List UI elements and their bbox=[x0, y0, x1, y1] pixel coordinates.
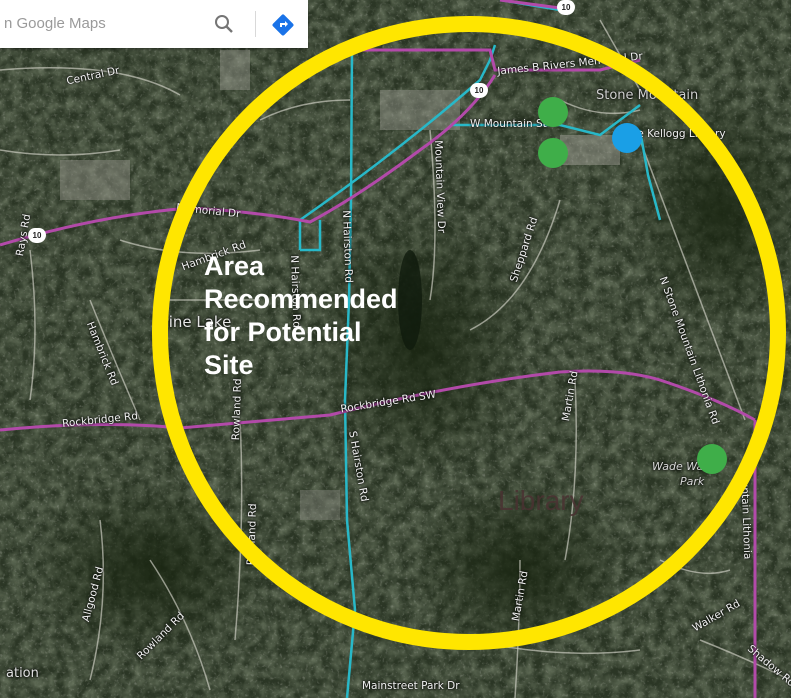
search-divider bbox=[255, 11, 256, 37]
urban-area bbox=[560, 135, 620, 165]
road-label: Rowland Rd bbox=[230, 378, 245, 441]
area-label-line: Area bbox=[204, 251, 265, 281]
place-label: Park bbox=[680, 475, 705, 488]
urban-area bbox=[220, 50, 250, 90]
highway-shield: 10 bbox=[28, 228, 46, 243]
area-label-line: Site bbox=[204, 350, 254, 380]
road-label: W Mountain St bbox=[470, 118, 547, 130]
highway-shield: 10 bbox=[557, 0, 575, 15]
place-label: Stone Mountain bbox=[596, 88, 699, 103]
urban-area bbox=[300, 490, 340, 520]
road-label: Rowland Rd bbox=[245, 503, 260, 566]
area-label-line: Recommended bbox=[204, 284, 398, 314]
place-label: ation bbox=[6, 666, 39, 681]
urban-area bbox=[380, 90, 460, 130]
search-input[interactable]: n Google Maps bbox=[4, 15, 106, 32]
blue-marker[interactable] bbox=[612, 123, 642, 153]
directions-icon[interactable] bbox=[270, 12, 296, 38]
library-watermark-label: Library bbox=[498, 485, 584, 516]
area-recommended-label: Area Recommended for Potential Site bbox=[204, 250, 398, 382]
green-marker[interactable] bbox=[538, 97, 568, 127]
search-icon[interactable] bbox=[212, 12, 236, 36]
search-bar: n Google Maps bbox=[0, 0, 308, 48]
green-marker[interactable] bbox=[697, 444, 727, 474]
area-label-line: for Potential bbox=[204, 317, 362, 347]
highway-shield: 10 bbox=[470, 83, 488, 98]
road-label: Mainstreet Park Dr bbox=[362, 680, 460, 692]
green-marker[interactable] bbox=[538, 138, 568, 168]
urban-area bbox=[60, 160, 130, 200]
lake bbox=[398, 250, 422, 350]
